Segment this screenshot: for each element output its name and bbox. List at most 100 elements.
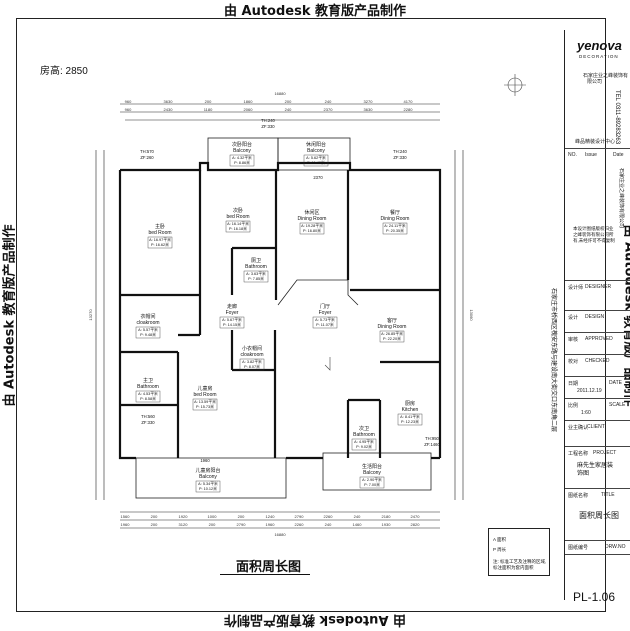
room-livingtop-cn: 餐厅	[390, 209, 400, 216]
dim-bottom-row2-9: 1930	[382, 522, 392, 527]
plan-tag-t9: TH:950	[425, 436, 439, 441]
title-block-divider	[565, 148, 630, 149]
plan-tag-t7: TH:560	[141, 414, 155, 419]
tb-scale-value: 1:60	[581, 410, 591, 416]
plan-tag-t2: ZF:260	[140, 155, 154, 160]
plan-tag-t4: ZF:330	[261, 124, 275, 129]
room-livingtop-area: A: 24.11平米	[384, 223, 406, 228]
tb-copyright-note: 本设计图纸版权归业之峰装饰有限公司所有,未经许可不得复制	[573, 226, 617, 244]
plan-tag-t8: ZF:330	[141, 420, 155, 425]
dim-bottom-row-5: 1240	[266, 514, 276, 519]
room-bath2-cn: 主卫	[143, 377, 153, 384]
room-balc_top1-perim: P: 8.86米	[234, 160, 250, 165]
room-living-area: A: 26.85平米	[381, 331, 403, 336]
design-center-name: 峰品精装设计中心	[575, 138, 615, 145]
room-balc_bottom-en: Balcony	[199, 474, 217, 480]
room-foyer2-cn: 门厅	[320, 303, 330, 310]
room-kids-en: bed Room	[193, 392, 216, 398]
company-name-line2: 限公司	[587, 78, 602, 85]
dim-bottom-row-1: 200	[151, 514, 158, 519]
tb-no-label: NO.	[568, 152, 577, 158]
dim-bottom-row2-3: 200	[209, 522, 216, 527]
room-bed2-en: bed Room	[226, 214, 249, 220]
room-closet2-area: A: 3.82平米	[242, 359, 262, 364]
room-kitchen-area: A: 8.41平米	[400, 414, 420, 419]
title-block-divider	[565, 540, 630, 541]
room-closet-area: A: 5.57平米	[138, 327, 158, 332]
dim-top-row2-5: 2370	[324, 107, 334, 112]
room-kids-area: A: 13.59平米	[194, 399, 216, 404]
tb-row-scale-cn: 比例	[568, 402, 578, 409]
dim-bottom-row2-4: 2790	[237, 522, 247, 527]
tb-issue-label: Issue	[585, 152, 597, 158]
tb-row-scale-en: SCALE	[609, 402, 625, 408]
dim-bottom-row-7: 2260	[324, 514, 334, 519]
room-kitchen-perim: P: 12.23米	[401, 419, 419, 424]
tb-row-design-en: DESIGN	[585, 314, 604, 320]
tb-date-label: Date	[613, 152, 624, 158]
dim-bottom-row-8: 240	[354, 514, 361, 519]
room-balc_top1-cn: 次卧阳台	[232, 141, 252, 148]
plan-tag-t1: TH:570	[140, 149, 154, 154]
dim-top-row2-4: 240	[285, 107, 292, 112]
room-foyer1-perim: P: 14.15米	[223, 322, 241, 327]
legend-item-perimeter: P 周长	[493, 547, 506, 553]
tb-row-approved-en: APPROVED	[585, 336, 613, 342]
dim-bottom-row-4: 200	[238, 514, 245, 519]
title-block-divider	[565, 446, 630, 447]
tb-row-designer-cn: 设计师	[568, 284, 583, 291]
dim-top-row-3: 1860	[244, 99, 254, 104]
room-master-en: bed Room	[148, 230, 171, 236]
room-bath1-perim: P: 7.85米	[248, 276, 264, 281]
dim-bottom-row2-6: 2260	[295, 522, 305, 527]
plan-tag-t6: ZF:330	[393, 155, 407, 160]
legend-item-area: A 面积	[493, 537, 506, 543]
legend-note: 注: 标准工艺及注释的区域, 标注面积为套内面积	[493, 559, 547, 571]
dim-bottom-row-6: 2790	[295, 514, 305, 519]
room-bed2-perim: P: 16.18米	[229, 226, 247, 231]
dim-top-row2-0: 960	[125, 107, 132, 112]
title-block-divider	[565, 398, 630, 399]
room-kids-perim: P: 15.73米	[196, 404, 214, 409]
plan-tag-t10: ZF:1460	[424, 442, 440, 447]
room-foyer1-en: Foyer	[226, 310, 239, 316]
room-living-perim: P: 22.20米	[383, 336, 401, 341]
room-foyer1-area: A: 5.67平米	[222, 317, 242, 322]
room-bath3-area: A: 4.95平米	[354, 439, 374, 444]
company-logo: yenova	[577, 38, 622, 53]
dim-bottom-row-9: 2180	[382, 514, 392, 519]
company-logo-sub: DECORATION	[579, 54, 619, 59]
plan-tag-t3: TH:240	[261, 118, 275, 123]
dim-left-overall: 13270	[88, 309, 93, 321]
title-block: yenova DECORATION 石家庄业之峰装饰有 限公司 TEL 0311…	[564, 30, 630, 600]
room-balc_bottom-perim: P: 10.12米	[199, 486, 217, 491]
dim-bottom-row-10: 2470	[411, 514, 421, 519]
room-closet2-cn: 小衣帽间	[242, 345, 262, 352]
room-balc_bottom-cn: 儿童房阳台	[195, 467, 220, 474]
dim-bottom-row-2: 1920	[179, 514, 189, 519]
tb-row-title-cn: 图纸名称	[568, 492, 588, 499]
dim-top-row-4: 200	[285, 99, 292, 104]
dim-top-row2-1: 2430	[164, 107, 174, 112]
room-bath2-area: A: 4.53平米	[138, 391, 158, 396]
dim-bottom-row2-5: 1960	[266, 522, 276, 527]
room-balc_top2-cn: 休闲阳台	[306, 141, 326, 148]
room-dining-perim: P: 16.80米	[303, 228, 321, 233]
tb-row-drawing-no-en: DRW.NO	[605, 544, 625, 550]
dim-top-row-2: 200	[205, 99, 212, 104]
room-master-cn: 主卧	[155, 223, 165, 230]
tb-row-checked-en: CHECKED	[585, 358, 609, 364]
room-foyer2-area: A: 5.73平米	[315, 317, 335, 322]
title-block-divider	[565, 310, 630, 311]
dim-top-row-5: 240	[325, 99, 332, 104]
room-bath3-cn: 次卫	[359, 425, 369, 432]
tb-row-drawing-no-cn: 图纸编号	[568, 544, 588, 551]
title-block-divider	[565, 420, 630, 421]
dim-bottom-row2-1: 200	[151, 522, 158, 527]
tb-row-design-cn: 设计	[568, 314, 578, 321]
room-foyer2-en: Foyer	[319, 310, 332, 316]
tb-row-project-en: PROJECT	[593, 450, 616, 456]
tb-row-checked-cn: 校对	[568, 358, 578, 365]
room-balc_top1-area: A: 4.32平米	[232, 155, 252, 160]
title-block-divider	[565, 280, 630, 281]
